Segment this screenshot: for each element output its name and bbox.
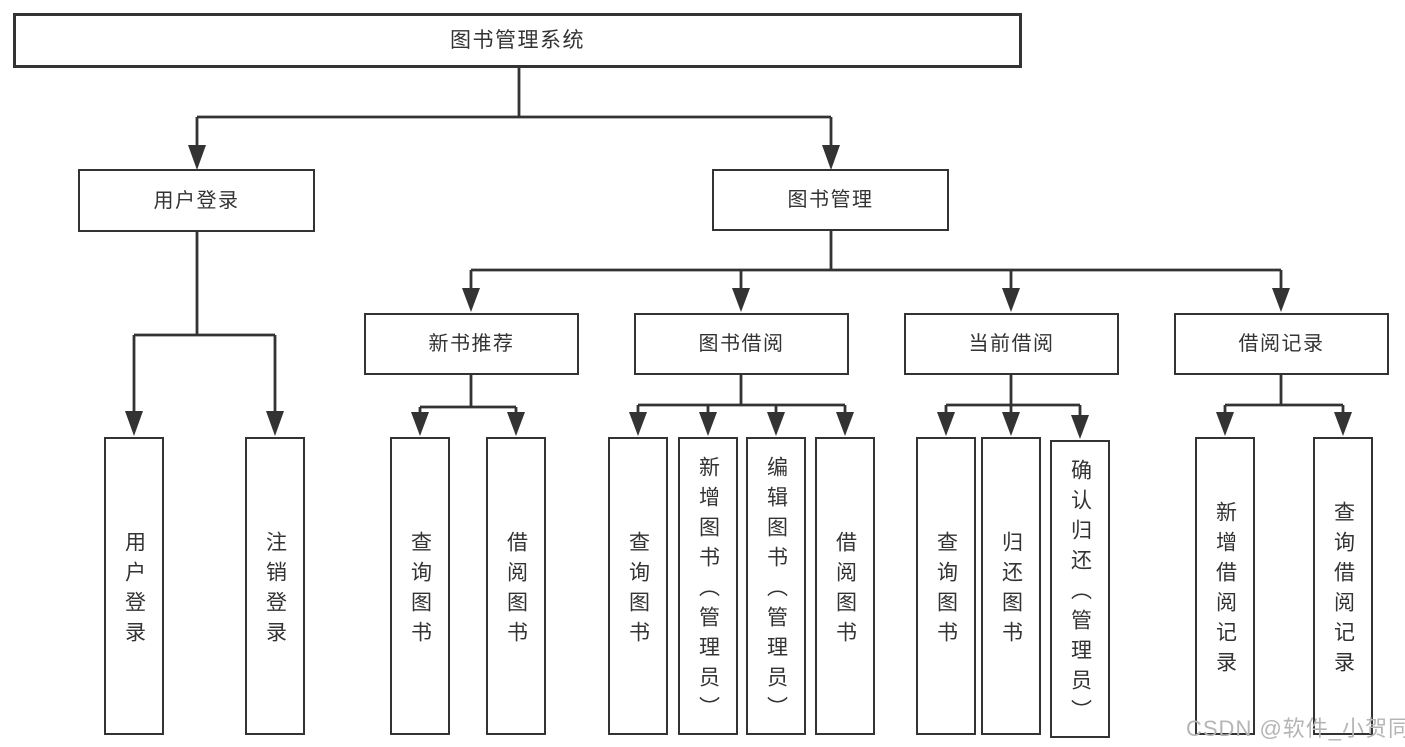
node-book-borrowing: 图书借阅	[634, 313, 849, 375]
csdn-watermark: CSDN @软件_小贺同学	[1186, 716, 1405, 741]
leaf-borrow-books: 借阅图书	[815, 437, 875, 735]
node-root: 图书管理系统	[13, 13, 1022, 68]
node-book-management: 图书管理	[712, 169, 949, 231]
leaf-query-books-current: 查询图书	[916, 437, 976, 735]
leaf-confirm-return-admin: 确认归还（管理员）	[1050, 440, 1110, 738]
leaf-add-book-admin: 新增图书（管理员）	[678, 437, 738, 735]
leaf-borrow-books-recommend: 借阅图书	[486, 437, 546, 735]
leaf-query-borrow-record: 查询借阅记录	[1313, 437, 1373, 735]
node-new-book-recommendation: 新书推荐	[364, 313, 579, 375]
leaf-add-borrow-record: 新增借阅记录	[1195, 437, 1255, 735]
leaf-query-books-borrowing: 查询图书	[608, 437, 668, 735]
leaf-return-books: 归还图书	[981, 437, 1041, 735]
leaf-edit-book-admin: 编辑图书（管理员）	[746, 437, 806, 735]
node-current-borrowing: 当前借阅	[904, 313, 1119, 375]
arrowheads	[125, 145, 1352, 439]
node-borrowing-records: 借阅记录	[1174, 313, 1389, 375]
node-user-login: 用户登录	[78, 169, 315, 232]
leaf-user-login: 用户登录	[104, 437, 164, 735]
leaf-query-books-recommend: 查询图书	[390, 437, 450, 735]
leaf-logout: 注销登录	[245, 437, 305, 735]
